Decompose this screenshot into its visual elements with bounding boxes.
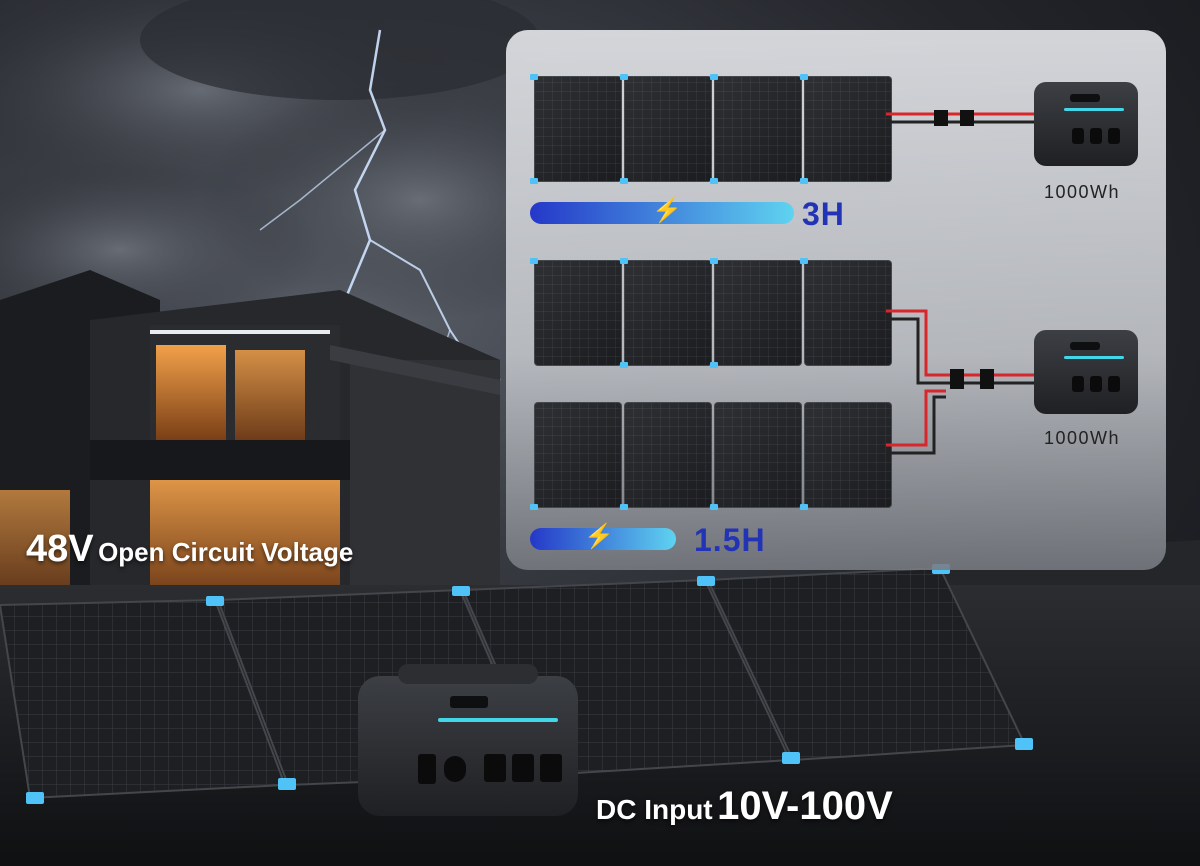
solar-panel-bottom <box>534 402 892 508</box>
cable-single <box>886 110 1036 126</box>
dc-input-value: 10V-100V <box>717 784 893 828</box>
cable-parallel <box>886 309 1036 455</box>
voltage-text: Open Circuit Voltage <box>98 537 354 567</box>
dc-input-caption: DC Input 10V-100V <box>596 784 893 829</box>
lightning-bolt-icon: ⚡ <box>584 523 614 550</box>
dc-input-text: DC Input <box>596 794 713 825</box>
voltage-caption: 48V Open Circuit Voltage <box>26 528 353 571</box>
solar-panel-single <box>534 76 892 182</box>
power-station-row2 <box>1034 330 1138 414</box>
house <box>0 270 500 600</box>
charging-comparison-card: 1000Wh ⚡ 3H <box>506 30 1166 570</box>
charge-time-bar-row1 <box>530 202 794 224</box>
lightning-bolt-icon: ⚡ <box>652 197 682 224</box>
voltage-value: 48V <box>26 528 94 570</box>
capacity-label-row1: 1000Wh <box>1044 182 1121 202</box>
power-station-large <box>358 664 578 816</box>
capacity-label-row2: 1000Wh <box>1044 428 1121 448</box>
charge-time-row2: 1.5H <box>694 522 766 558</box>
charge-time-bar-row2 <box>530 528 676 550</box>
solar-panel-top <box>534 260 892 366</box>
charge-time-row1: 3H <box>802 196 845 232</box>
power-station-row1 <box>1034 82 1138 166</box>
